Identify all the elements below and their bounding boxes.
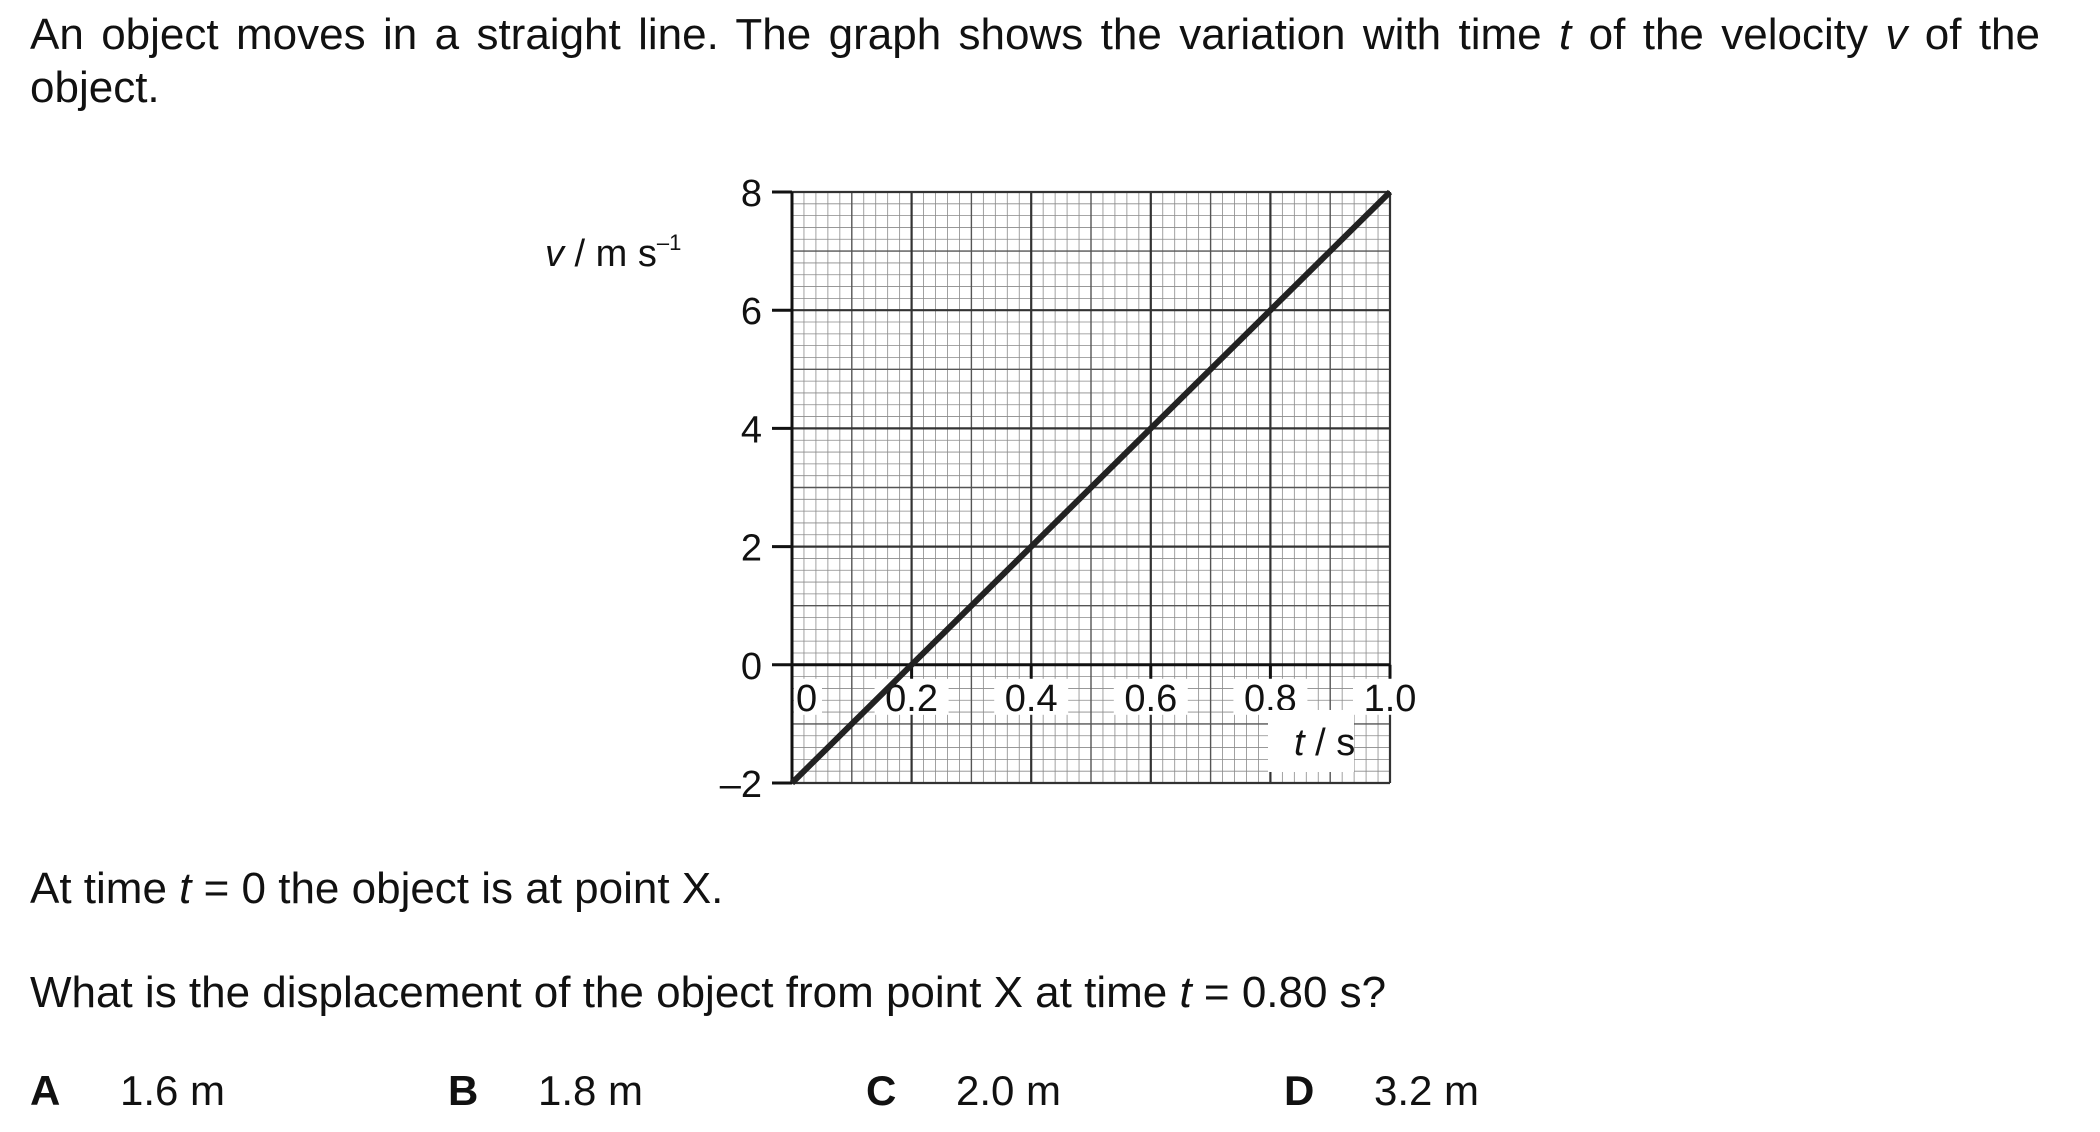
y-tick-label: 4 — [741, 409, 762, 451]
statement-text-1: At time — [30, 864, 180, 913]
option-c-value: 2.0 m — [956, 1067, 1062, 1114]
y-tick-label: 6 — [741, 291, 762, 333]
x-tick-label-background — [794, 678, 822, 715]
x-tick-label: 0.4 — [1005, 678, 1058, 720]
question-statement: At time t = 0 the object is at point X. — [30, 864, 723, 914]
y-tick-label: –2 — [720, 764, 762, 806]
option-d-value: 3.2 m — [1374, 1067, 1480, 1114]
x-tick-label-background — [874, 678, 949, 715]
option-a-value: 1.6 m — [120, 1067, 226, 1114]
option-b-letter: B — [448, 1067, 479, 1114]
x-tick-label-background — [994, 678, 1069, 715]
statement-text-2: = 0 the object is at point X. — [191, 864, 724, 913]
prompt-var-t: t — [1179, 968, 1192, 1017]
intro-text-2: of the velocity — [1571, 10, 1886, 59]
question-prompt: What is the displacement of the object f… — [30, 968, 1386, 1018]
y-tick-label: 2 — [741, 528, 762, 570]
y-tick-label: 8 — [741, 173, 762, 215]
intro-text-3: of the object. — [30, 10, 2041, 112]
x-tick-label-background — [1233, 678, 1308, 715]
axes — [790, 192, 1390, 783]
intro-var-v: v — [1885, 10, 1908, 59]
x-tick-label: 1.0 — [1364, 678, 1417, 720]
x-tick-label: 0 — [796, 678, 817, 720]
prompt-text-1: What is the displacement of the object f… — [30, 968, 1180, 1017]
option-b-value: 1.8 m — [538, 1067, 644, 1114]
option-a-letter: A — [30, 1067, 61, 1114]
x-tick-label-background — [1353, 678, 1427, 715]
x-tick-label-background — [1113, 678, 1188, 715]
y-tick-label: 0 — [741, 646, 762, 688]
velocity-line — [789, 189, 1393, 786]
x-tick-label: 0.6 — [1124, 678, 1177, 720]
prompt-text-2: = 0.80 s? — [1191, 968, 1387, 1017]
data-series — [789, 189, 1393, 786]
x-axis-label: t / s — [1294, 722, 1355, 764]
question-intro: An object moves in a straight line. The … — [30, 8, 2040, 114]
option-d-letter: D — [1284, 1067, 1315, 1114]
x-label-background — [1268, 710, 1354, 772]
option-c-letter: C — [866, 1067, 897, 1114]
statement-var-t: t — [179, 864, 192, 913]
intro-text-1: An object moves in a straight line. The … — [30, 10, 1560, 59]
y-axis-label: v / m s–1 — [545, 230, 681, 275]
intro-var-t: t — [1559, 10, 1572, 59]
